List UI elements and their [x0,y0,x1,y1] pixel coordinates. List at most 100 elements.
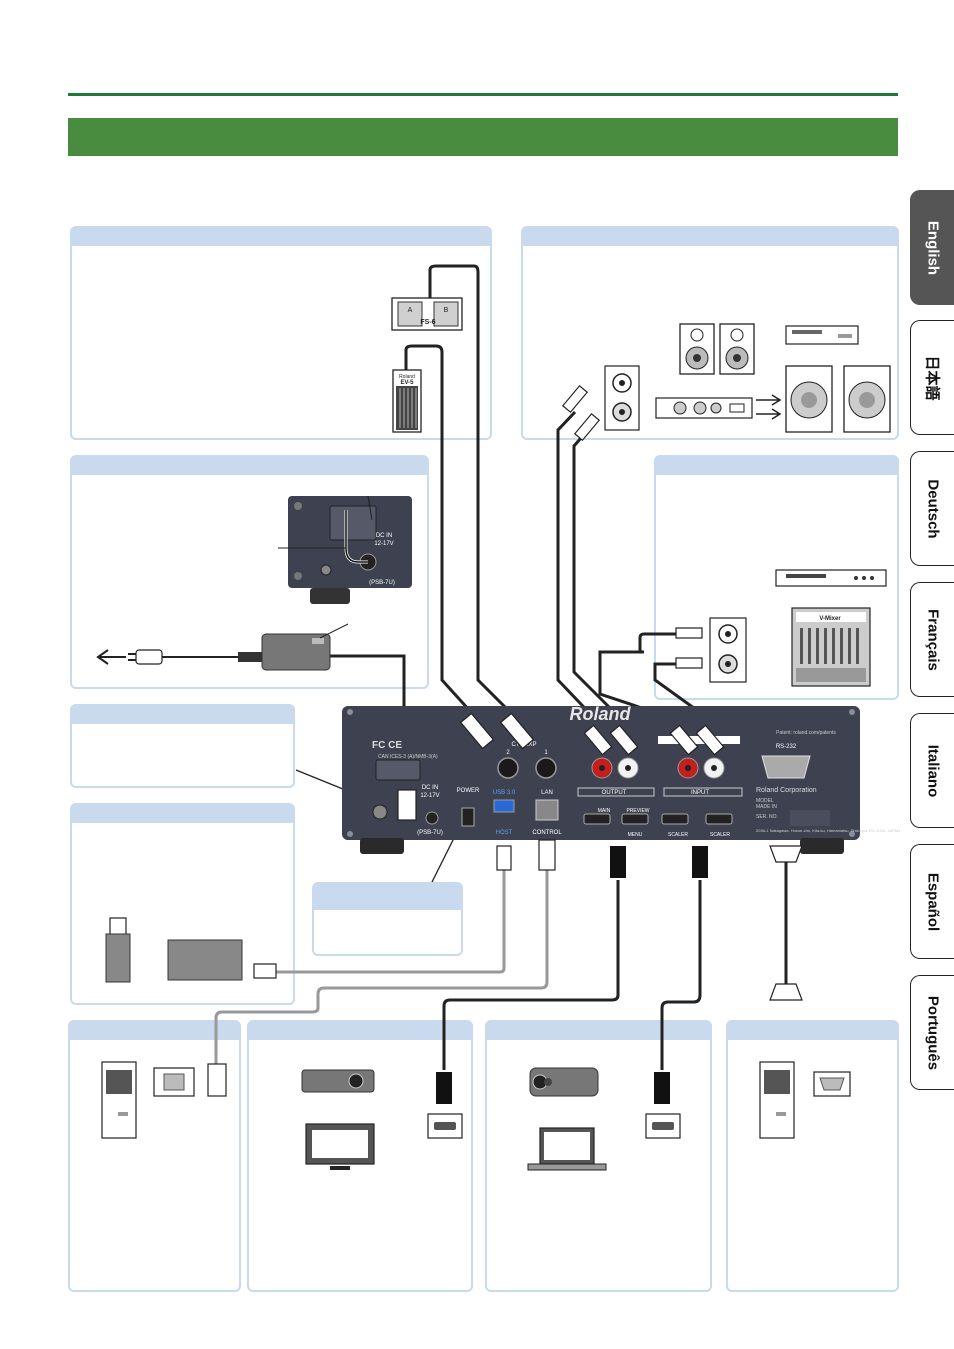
address-text: 2036-1 Nakagawa, Hosoe-cho, Kita-ku, Ham… [756,828,900,833]
speakers-pair [679,323,755,375]
output-label: OUTPUT [602,790,627,796]
ctl-exp-jack-1 [535,757,557,779]
lan-label: LAN [541,790,553,796]
cable-footswitch [428,264,522,724]
scaler-1-label: SCALER [710,832,730,838]
ctl-exp-jack-2 [497,757,519,779]
fcc-mark: FC CE [372,740,402,751]
projector [301,1069,375,1093]
laptop [527,1127,607,1171]
mixer-brand: V-Mixer [819,616,841,622]
tab-portugues[interactable]: Português [910,975,954,1090]
recorder-deck [785,325,859,345]
lan-port [535,799,559,821]
ctl-jack-1-label: 1 [544,750,548,756]
cable-input-rca-r [653,662,717,726]
dc-in-jack [425,811,439,825]
power-amplifier [655,394,782,420]
cables [160,264,788,1070]
hdmi-plug-source [654,1072,670,1104]
tab-francais[interactable]: Français [910,582,954,697]
cable-input-rca-l [598,632,691,726]
video-camera [529,1067,599,1097]
cd-player [775,569,887,587]
audio-mixer: V-Mixer [791,607,871,687]
rca-plugs-input [675,627,703,669]
rs232-label: RS-232 [776,744,797,750]
dc-in-label: DC IN [422,785,438,791]
hdmi-plug-main [610,846,626,878]
dc-plug [397,789,417,821]
expression-pedal-ev5: Roland EV-5 [392,369,422,433]
host-label: HOST [496,830,513,836]
psu-label-small: (PSB-7U) [369,580,395,586]
panel-lan [68,1020,241,1292]
expression-brand: Roland [399,374,415,380]
scaler-2-label: SCALER [668,832,688,838]
cable-hdmi-scaler [660,880,702,1070]
panel-input-sources [485,1020,712,1292]
power-button[interactable] [461,807,475,827]
panel-rs232 [726,1020,899,1292]
hdmi-scaler-2-port [661,813,689,825]
section-title-band [68,118,898,156]
dc-in-label-small: DC IN [376,533,392,539]
computer-tower-lan [101,1061,137,1139]
brand-logo: Roland [570,704,632,724]
device-back-detail: DC IN 12-17V (PSB-7U) [288,495,412,604]
rca-plugs-output [561,384,601,442]
tab-espanol[interactable]: Español [910,844,954,959]
panel-ground [70,704,295,788]
cable-lan [214,870,549,1070]
power-label: POWER [457,788,480,794]
cable-output-rca-l [556,410,602,726]
tab-italiano[interactable]: Italiano [910,713,954,828]
expression-model: EV-5 [400,380,414,386]
usb-hard-drive [167,939,277,981]
input-label: INPUT [691,790,709,796]
footswitch-fs6: A B FS-6 [391,297,463,331]
patent-text: Patent: roland.com/patents [776,730,836,736]
tab-english[interactable]: English [910,190,954,305]
usb-label: USB 3.0 [493,790,516,796]
panel-power-button [312,882,463,956]
psu-label: (PSB-7U) [417,830,443,836]
made-in-text: MADE IN [756,804,777,810]
ground-terminal [372,804,388,820]
rs232-plug-far [769,983,803,1001]
footswitch-b-label: B [444,307,449,314]
cable-usb [276,870,506,974]
top-rule [68,93,898,96]
dc-voltage: 12-17V [420,793,439,799]
hdmi-plug-display [436,1072,452,1104]
tab-japanese[interactable]: 日本語 [910,320,954,435]
rs232-port-device [813,1071,851,1097]
hdmi-port-source-slot [652,1122,674,1130]
compliance-text: CAN ICES-3 (A)/NMB-3(A) [378,754,438,760]
panel-control-pedals [70,226,492,440]
computer-tower-rs232 [759,1061,795,1139]
pa-speakers [785,365,891,433]
hdmi-preview-port [621,813,649,825]
mains-plug [96,649,163,665]
control-label: CONTROL [532,830,562,836]
lan-plug-far [207,1063,227,1097]
usb-plug [496,845,512,871]
rca-jacks-output-device [604,365,640,431]
main-label: MAIN [598,808,611,814]
ser-no-text: SER. NO. [756,814,778,820]
usb-port [493,799,515,813]
menu-label: MENU [628,832,643,838]
cable-expression-pedal [404,344,482,724]
cable-hdmi-main [442,880,620,1070]
usb-flash-drive [105,917,131,983]
tab-deutsch[interactable]: Deutsch [910,451,954,566]
television [305,1123,375,1170]
corp-text: Roland Corporation [756,787,817,794]
preview-label: PREVIEW [626,808,649,814]
ctl-jack-2-label: 2 [506,750,510,756]
rs232-plug [769,845,803,863]
ac-adapter [238,623,349,671]
main-device-rear-panel: Roland FC CE CAN ICES-3 (A)/NMB-3(A) DC … [342,704,900,854]
